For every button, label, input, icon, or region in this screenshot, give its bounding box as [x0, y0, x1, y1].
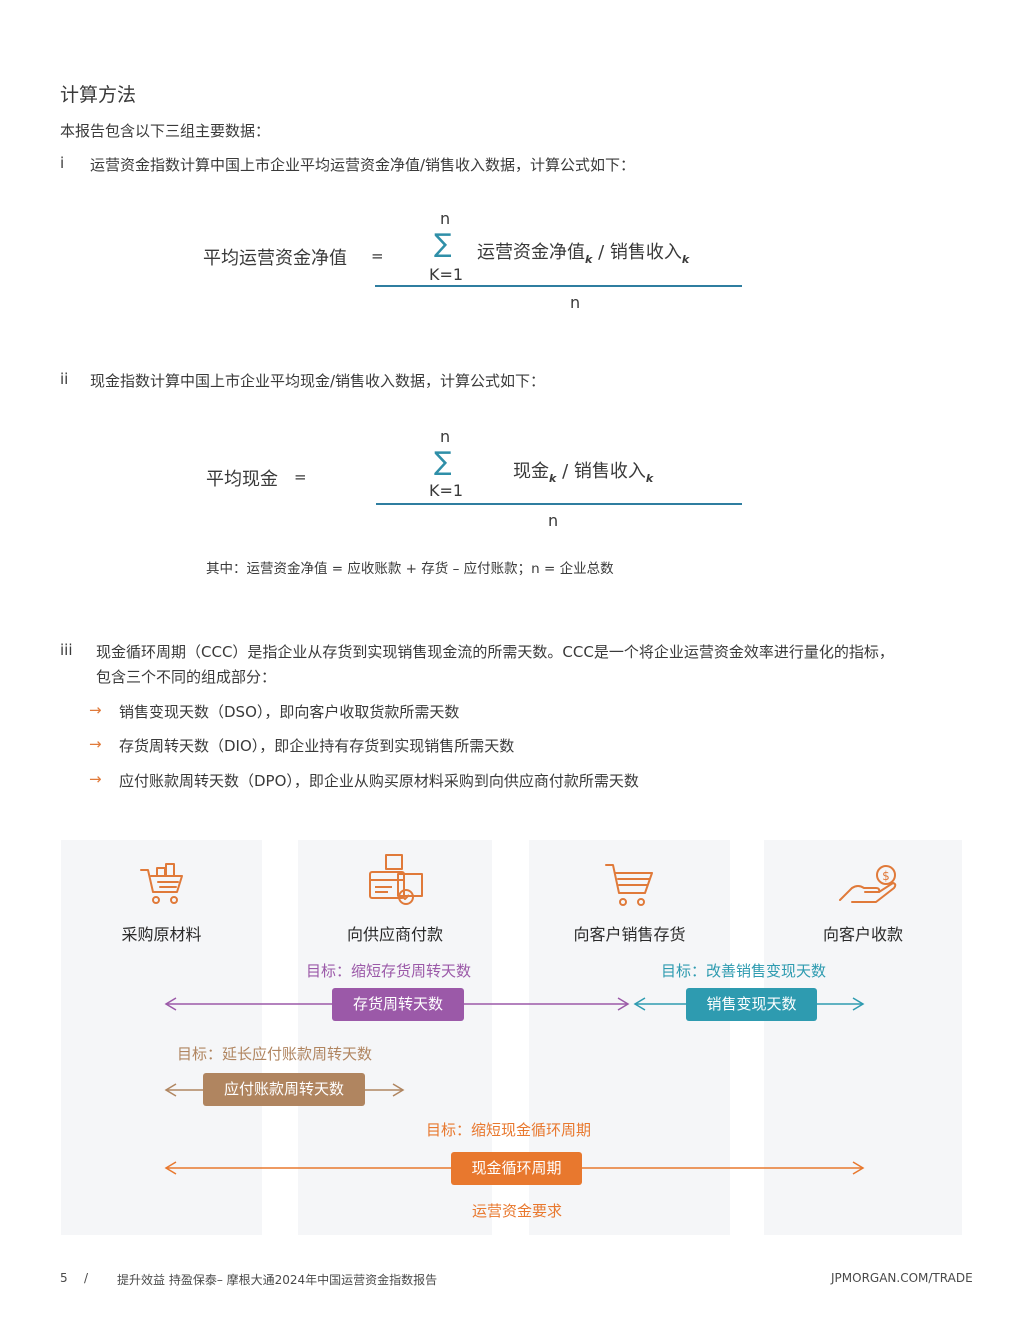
formula-numerator: 现金k / 销售收入k: [513, 457, 654, 485]
equals-sign: =: [371, 247, 384, 265]
intro-text: 本报告包含以下三组主要数据：: [60, 122, 271, 140]
numerator-term-b: 销售收入: [573, 461, 646, 482]
diagram-column-4: [764, 840, 962, 1235]
bullet-dso: 销售变现天数（DSO），即向客户收取货款所需天数: [119, 703, 460, 721]
section-title: 计算方法: [60, 84, 137, 106]
pill-ccc: 现金循环周期: [451, 1152, 582, 1185]
footer-url[interactable]: JPMORGAN.COM/TRADE: [831, 1271, 973, 1285]
fraction-line: [375, 285, 742, 287]
item-text-iii-line1: 现金循环周期（CCC）是指企业从存货到实现销售现金流的所需天数。CCC是一个将企…: [96, 643, 894, 661]
page-number: 5: [60, 1271, 68, 1285]
formula-label: 平均运营资金净值: [203, 248, 347, 269]
numerator-term-b: 销售收入: [609, 242, 682, 263]
subscript-k: k: [585, 253, 593, 266]
goal-dpo: 目标：延长应付账款周转天数: [177, 1045, 373, 1063]
step-label-sell-inventory: 向客户销售存货: [573, 925, 686, 944]
subscript-k: k: [549, 472, 557, 485]
formula-label: 平均现金: [206, 469, 278, 490]
step-label-buy-materials: 采购原材料: [121, 925, 202, 944]
subscript-k: k: [681, 253, 690, 266]
footer-separator: /: [84, 1271, 89, 1285]
item-text-iii-line2: 包含三个不同的组成部分：: [96, 668, 277, 686]
numerator-term-a: 现金: [513, 461, 549, 482]
formula-denominator: n: [548, 511, 559, 530]
step-label-collect-payment: 向客户收款: [822, 925, 903, 944]
pill-dso: 销售变现天数: [686, 988, 817, 1021]
goal-dso: 目标：改善销售变现天数: [661, 962, 827, 980]
pill-dpo: 应付账款周转天数: [203, 1073, 365, 1106]
fraction-line: [376, 503, 742, 505]
goal-ccc: 目标：缩短现金循环周期: [426, 1121, 592, 1139]
footer-report-title: 提升效益 持盈保泰– 摩根大通2024年中国运营资金指数报告: [117, 1273, 438, 1287]
step-label-pay-suppliers: 向供应商付款: [346, 925, 443, 944]
item-number-i: i: [60, 154, 65, 172]
pill-dio: 存货周转天数: [332, 988, 464, 1021]
formula-denominator: n: [570, 293, 581, 312]
arrow-right-icon: →: [89, 735, 102, 753]
subscript-k: k: [645, 472, 654, 485]
bullet-dio: 存货周转天数（DIO），即企业持有存货到实现销售所需天数: [119, 737, 515, 755]
svg-text:$: $: [882, 869, 890, 883]
sum-upper-limit: n: [440, 209, 451, 228]
arrow-right-icon: →: [89, 701, 102, 719]
shopping-cart-boxes-icon: [140, 863, 183, 904]
diagram-column-1: [61, 840, 262, 1235]
sum-upper-limit: n: [440, 427, 451, 446]
equals-sign: =: [294, 468, 307, 486]
division-slash: /: [598, 242, 605, 263]
payment-boxes-icon: [369, 854, 423, 905]
sum-lower-limit: K=1: [429, 265, 464, 284]
item-text-i: 运营资金指数计算中国上市企业平均运营资金净值/销售收入数据，计算公式如下：: [90, 156, 636, 174]
item-text-ii: 现金指数计算中国上市企业平均现金/销售收入数据，计算公式如下：: [90, 372, 546, 390]
goal-dio: 目标：缩短存货周转天数: [306, 962, 472, 980]
sigma-icon: ∑: [434, 229, 452, 259]
bullet-dpo: 应付账款周转天数（DPO），即企业从购买原材料采购到向供应商付款所需天数: [119, 772, 639, 790]
sigma-icon: ∑: [434, 447, 452, 477]
numerator-term-a: 运营资金净值: [477, 242, 585, 263]
formula-note: 其中：运营资金净值 = 应收账款 + 存货 – 应付账款；n = 企业总数: [206, 561, 614, 577]
sum-lower-limit: K=1: [429, 481, 464, 500]
item-number-ii: ii: [60, 370, 69, 388]
hand-dollar-icon: $: [839, 865, 897, 903]
item-number-iii: iii: [60, 641, 73, 659]
shopping-cart-icon: [605, 864, 653, 906]
working-capital-requirement-label: 运营资金要求: [472, 1202, 563, 1220]
arrow-right-icon: →: [89, 770, 102, 788]
division-slash: /: [562, 461, 569, 482]
formula-numerator: 运营资金净值k / 销售收入k: [477, 238, 690, 266]
